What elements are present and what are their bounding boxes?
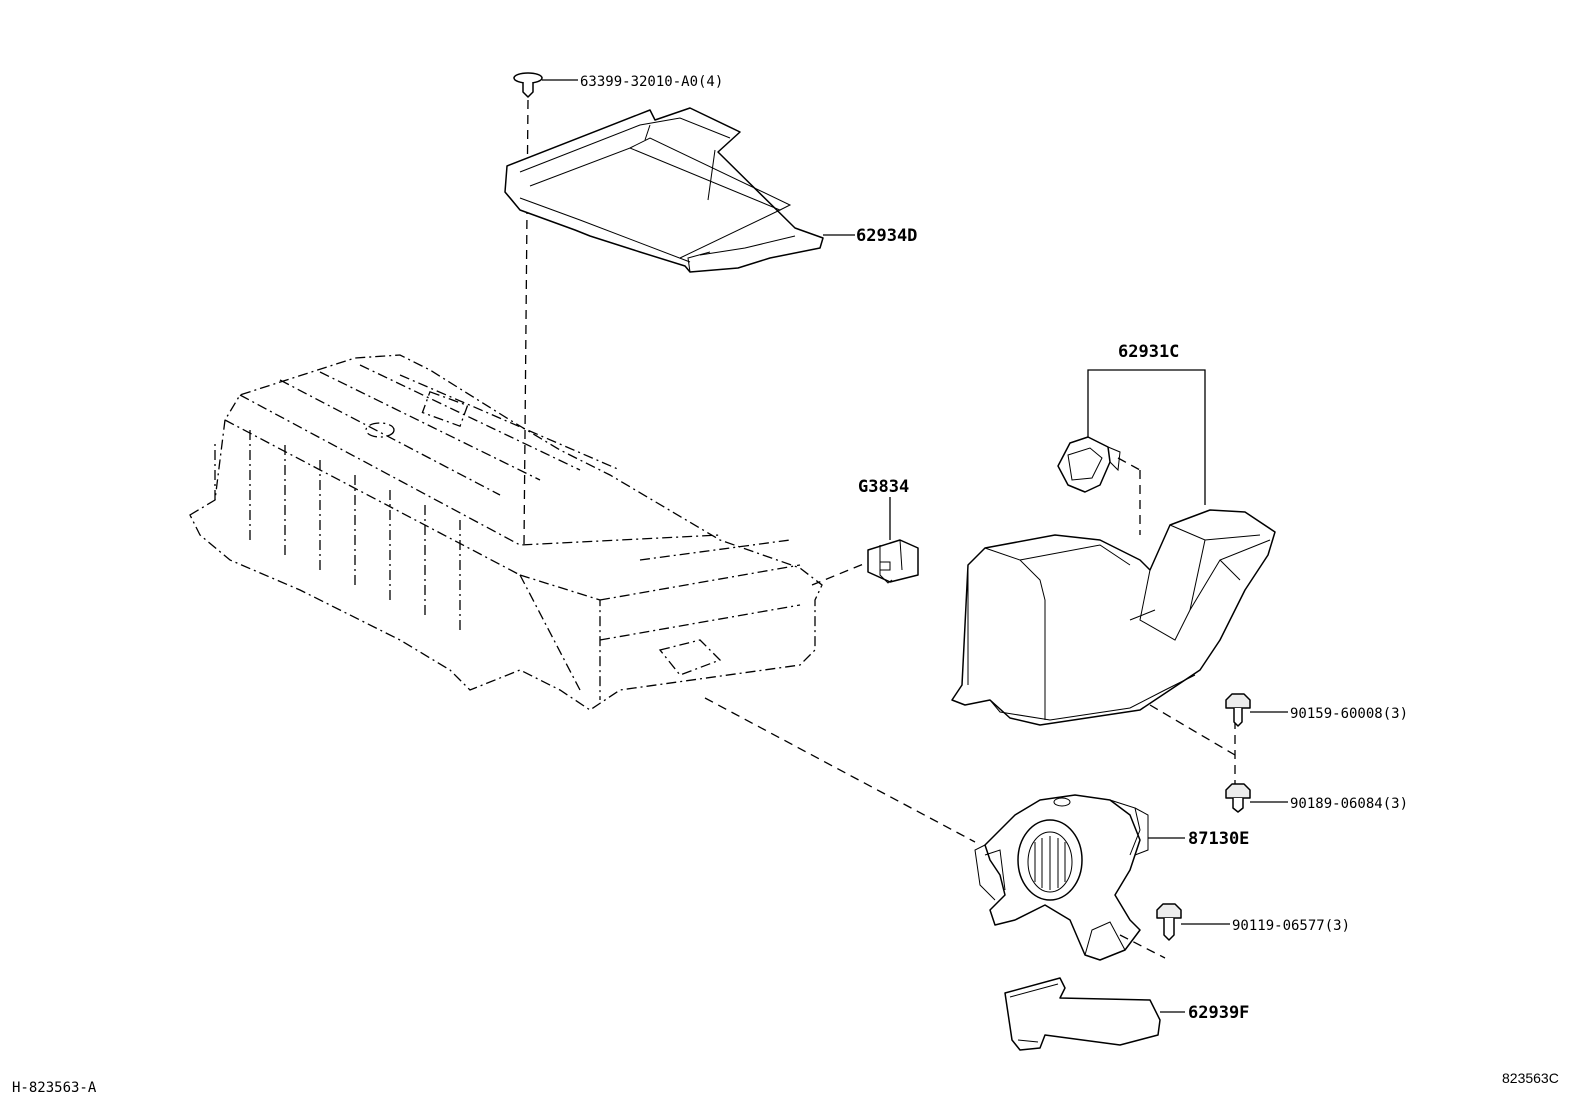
label-90119: 90119-06577(3)	[1232, 918, 1350, 934]
bolt-90159	[1225, 693, 1251, 727]
dashed-guide-connector	[811, 562, 867, 586]
label-62931C: 62931C	[1118, 342, 1179, 362]
bolt-90189	[1225, 783, 1251, 813]
dashed-guide-sensor	[1117, 457, 1141, 471]
bolt-90119	[1156, 903, 1182, 941]
upper-cover-part	[504, 107, 824, 273]
label-G3834: G3834	[858, 477, 909, 497]
footer-right-code: 823563C	[1502, 1070, 1559, 1086]
label-90189: 90189-06084(3)	[1290, 796, 1408, 812]
label-90159: 90159-60008(3)	[1290, 706, 1408, 722]
footer-left-code: H-823563-A	[12, 1080, 97, 1096]
label-87130E: 87130E	[1188, 829, 1249, 849]
battery-pack	[189, 354, 823, 711]
sensor-part	[1057, 436, 1121, 493]
clip-fastener	[513, 72, 543, 98]
dashed-guide-housing	[1149, 704, 1236, 756]
dashed-guide-blower	[704, 697, 976, 843]
connector-part	[867, 539, 919, 584]
label-63399: 63399-32010-A0(4)	[580, 74, 723, 90]
pad-part	[1004, 977, 1161, 1051]
label-62939F: 62939F	[1188, 1003, 1249, 1023]
blower-part	[974, 794, 1149, 961]
label-62934D: 62934D	[856, 226, 917, 246]
duct-housing-part	[951, 509, 1276, 726]
leader-62931C	[1087, 369, 1206, 505]
dashed-guide-bolt-c	[1119, 934, 1166, 959]
